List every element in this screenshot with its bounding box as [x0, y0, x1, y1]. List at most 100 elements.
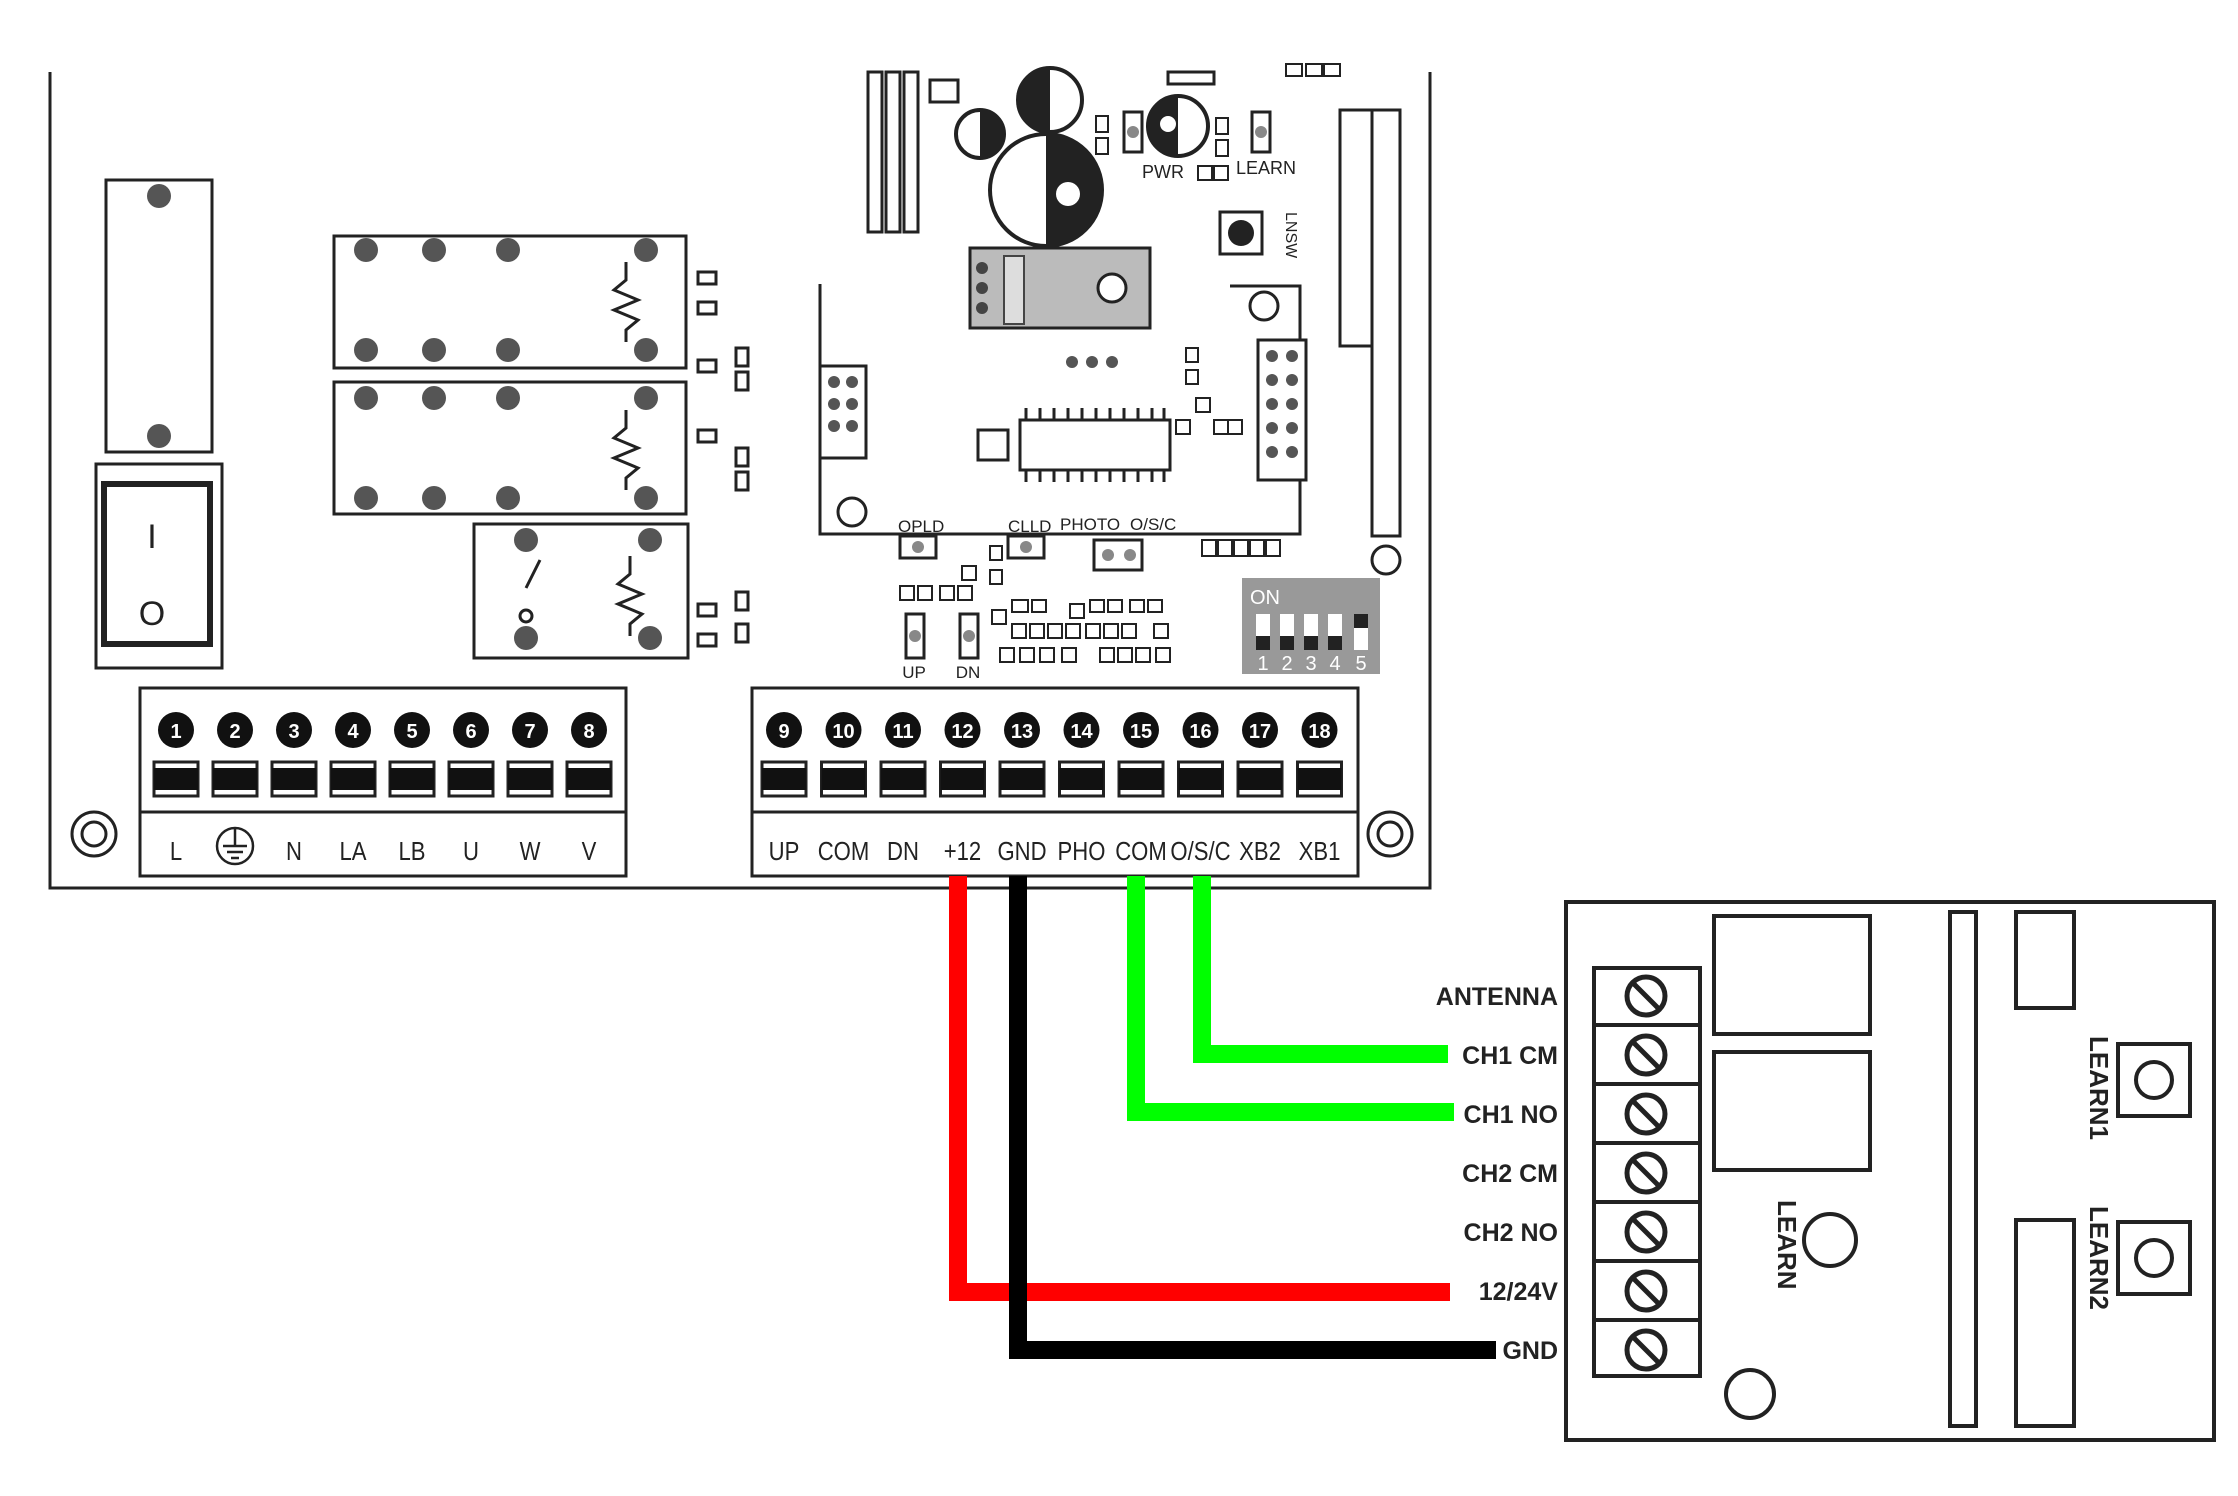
ic-footprint-left [818, 284, 1302, 536]
terminal-2[interactable]: 2 [211, 712, 259, 798]
learn1-label: LEARN1 [2084, 1036, 2114, 1140]
led-opld: OPLD [898, 517, 944, 560]
terminal-label: XB2 [1239, 837, 1281, 866]
terminal-label: XB1 [1299, 837, 1341, 866]
terminal-label: COM [818, 837, 870, 866]
smd-components [696, 270, 750, 648]
terminal-12[interactable]: 12 [939, 712, 986, 798]
terminal-number: 14 [1070, 721, 1093, 743]
learn2-button[interactable] [2116, 1220, 2192, 1296]
receiver-terminal-label: GND [1502, 1337, 1558, 1365]
wires [949, 876, 1496, 1359]
relay-3 [472, 522, 690, 660]
terminal-label: W [520, 837, 541, 866]
learn2-label: LEARN2 [2084, 1206, 2114, 1310]
terminal-17[interactable]: 17 [1236, 712, 1284, 798]
terminal-1[interactable]: 1 [152, 712, 200, 798]
power-switch[interactable]: I O [94, 462, 224, 670]
terminal-label: N [286, 837, 302, 866]
terminal-number: 17 [1249, 721, 1271, 743]
terminal-number: 11 [892, 721, 913, 743]
terminal-8[interactable]: 8 [565, 712, 613, 798]
wire-green-osc [1193, 876, 1448, 1063]
opld-label: OPLD [898, 517, 944, 536]
learn-label: LEARN [1236, 158, 1296, 178]
receiver-terminal-label: CH1 CM [1462, 1042, 1558, 1070]
dip-num-3: 3 [1305, 653, 1316, 675]
terminal-number: 10 [832, 721, 854, 743]
receiver-crystal [2014, 910, 2076, 1010]
receiver-screw-terminal[interactable] [1594, 1318, 1700, 1372]
wire-black-gnd [1009, 876, 1496, 1359]
relay-2 [332, 380, 688, 516]
dip-num-1: 1 [1257, 653, 1268, 675]
switch-on-label: I [147, 518, 156, 556]
led-up: UP [902, 612, 926, 682]
pwr-label: PWR [1142, 162, 1184, 182]
receiver-antenna-rail [1948, 910, 1978, 1428]
side-connector-2 [1370, 108, 1402, 538]
terminal-label: V [582, 837, 597, 866]
terminal-16[interactable]: 16 [1177, 712, 1224, 798]
terminal-label: L [170, 837, 182, 866]
terminal-number: 6 [465, 721, 476, 743]
smd-top [1095, 63, 1341, 181]
terminal-label: UP [769, 837, 800, 866]
led-dn: DN [956, 612, 981, 682]
terminal-5[interactable]: 5 [388, 712, 436, 798]
terminal-label: COM [1115, 837, 1167, 866]
terminal-11[interactable]: 11 [879, 712, 927, 798]
receiver-antenna-hole [1724, 1368, 1776, 1420]
receiver-screw-terminal[interactable] [1594, 1200, 1700, 1254]
receiver-screw-terminal[interactable] [1624, 974, 1668, 1018]
terminal-number: 16 [1189, 721, 1211, 743]
receiver-screw-terminal[interactable] [1594, 1141, 1700, 1195]
receiver-led-learn [1802, 1212, 1858, 1268]
fuse-holder [104, 178, 214, 454]
mounting-holes [70, 810, 1414, 858]
osc-label: O/S/C [1130, 515, 1176, 534]
resistor-array [866, 70, 1216, 234]
terminal-number: 9 [778, 721, 789, 743]
terminal-label: LA [339, 837, 367, 866]
receiver-terminal-label: CH2 CM [1462, 1160, 1558, 1188]
terminal-14[interactable]: 14 [1058, 712, 1105, 798]
dip-switch[interactable]: ON 1 2 3 4 5 [1242, 578, 1380, 675]
terminal-label: +12 [944, 837, 981, 866]
receiver-screw-terminal[interactable] [1594, 1023, 1700, 1077]
terminal-9[interactable]: 9 [760, 712, 808, 798]
control-board: I O [48, 63, 1432, 890]
terminal-10[interactable]: 10 [820, 712, 867, 798]
terminal-label: GND [997, 837, 1046, 866]
terminal-18[interactable]: 18 [1296, 712, 1343, 798]
led-photo-osc: PHOTO O/S/C [1060, 515, 1176, 572]
relay-1 [332, 234, 688, 370]
terminal-3[interactable]: 3 [270, 712, 318, 798]
learn-switch[interactable]: LNSW [1218, 210, 1299, 259]
receiver-screw-terminal[interactable] [1594, 1259, 1700, 1313]
terminal-13[interactable]: 13 [998, 712, 1046, 798]
learn1-button[interactable] [2116, 1042, 2192, 1118]
terminal-number: 12 [951, 721, 973, 743]
up-led-label: UP [902, 663, 926, 682]
main-ic [976, 356, 1172, 482]
dn-led-label: DN [956, 663, 981, 682]
receiver-screw-terminal[interactable] [1594, 1082, 1700, 1136]
capacitors [954, 66, 1210, 248]
dip-num-2: 2 [1281, 653, 1292, 675]
terminal-15[interactable]: 15 [1117, 712, 1165, 798]
terminal-4[interactable]: 4 [329, 712, 377, 798]
smd-middle [899, 545, 1171, 663]
dip-toggles [1256, 614, 1368, 650]
dip-num-5: 5 [1355, 653, 1366, 675]
terminal-number: 18 [1308, 721, 1330, 743]
terminal-number: 4 [347, 721, 359, 743]
terminal-7[interactable]: 7 [506, 712, 554, 798]
terminal-6[interactable]: 6 [447, 712, 495, 798]
switch-off-label: O [139, 595, 165, 633]
receiver-terminal-label: ANTENNA [1436, 983, 1558, 1011]
terminal-number: 5 [406, 721, 417, 743]
terminal-number: 1 [170, 721, 181, 743]
terminal-number: 15 [1130, 721, 1152, 743]
